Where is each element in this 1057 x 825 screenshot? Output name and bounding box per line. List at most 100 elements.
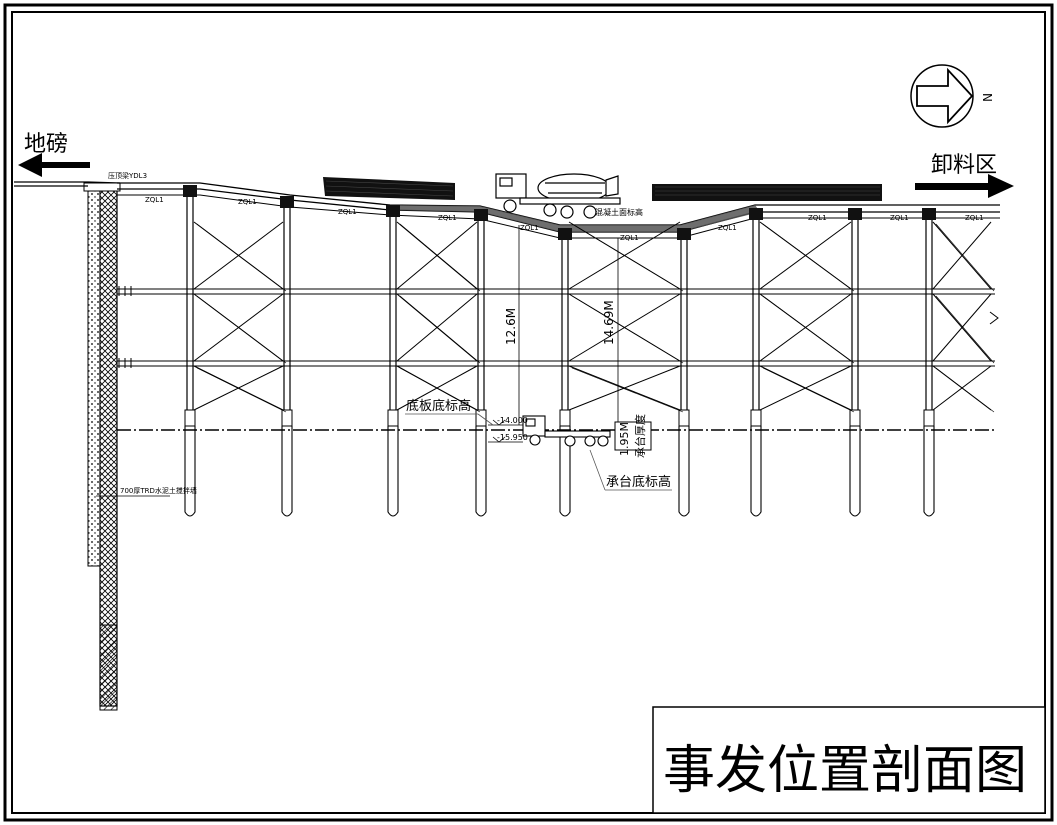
height-dimension-b: 14.69M bbox=[602, 238, 619, 425]
inner-frame bbox=[11, 11, 1046, 814]
beam-label: ZQL1 bbox=[238, 198, 257, 206]
bracing bbox=[935, 295, 995, 364]
pile bbox=[849, 426, 861, 517]
bracing bbox=[935, 367, 995, 413]
left-direction-label: 地磅 bbox=[24, 132, 68, 157]
bracing bbox=[568, 365, 681, 411]
column-cap bbox=[922, 208, 936, 220]
road-top-label: 混凝土面标高 bbox=[595, 207, 643, 217]
pile bbox=[184, 426, 196, 517]
lowboy-truck-icon bbox=[522, 415, 611, 447]
bracing bbox=[196, 223, 287, 292]
bracing bbox=[396, 365, 478, 411]
tie-beams bbox=[117, 286, 999, 368]
elev-1-label: -14.000 bbox=[497, 416, 528, 425]
column-cap bbox=[677, 228, 691, 240]
elev-2-label: -15.950 bbox=[497, 433, 528, 442]
column-cap bbox=[749, 208, 763, 220]
ground-line bbox=[14, 181, 121, 184]
column-cap bbox=[848, 208, 862, 220]
pile-cap bbox=[923, 409, 935, 427]
beam-label: ZQL1 bbox=[965, 214, 984, 222]
bracing bbox=[399, 367, 481, 413]
pile-cap bbox=[559, 409, 571, 427]
bracing bbox=[762, 367, 855, 413]
mixer-truck-icon bbox=[495, 173, 621, 219]
bracing bbox=[935, 223, 995, 292]
pile bbox=[678, 426, 690, 517]
pile-cap bbox=[184, 409, 196, 427]
bracing bbox=[932, 221, 992, 290]
pile-cap bbox=[387, 409, 399, 427]
wall-label: 700厚TRD水泥土搅拌墙 bbox=[120, 486, 197, 495]
north-label: N bbox=[980, 93, 994, 102]
cap-thickness-label: 承台厚度 bbox=[633, 414, 647, 458]
right-arrow-shaft bbox=[915, 183, 990, 190]
bracing bbox=[762, 223, 855, 292]
pile bbox=[750, 426, 762, 517]
column-cap bbox=[386, 205, 400, 217]
wall-top-label: 压顶梁YDL3 bbox=[108, 171, 147, 180]
height-a-label: 12.6M bbox=[504, 308, 518, 345]
pile-cap bbox=[281, 409, 293, 427]
pile-cap bbox=[849, 409, 861, 427]
beam-label: ZQL1 bbox=[620, 234, 639, 242]
cap-bottom-annotation: 承台底标高 bbox=[589, 449, 672, 491]
title-block: 事发位置剖面图 bbox=[652, 706, 1046, 814]
floor-bottom-annotation: 底板底标高 bbox=[405, 398, 494, 426]
bracing bbox=[396, 293, 478, 362]
left-arrow-shaft bbox=[40, 162, 90, 168]
bracing bbox=[571, 367, 684, 413]
pile bbox=[281, 426, 293, 517]
bracing bbox=[193, 365, 284, 411]
beam-label: ZQL1 bbox=[520, 224, 539, 232]
column-cap bbox=[280, 196, 294, 208]
bracing bbox=[759, 365, 852, 411]
cap-bottom-label: 承台底标高 bbox=[606, 474, 671, 490]
right-direction: 卸料区 bbox=[915, 153, 1014, 198]
bracing bbox=[571, 223, 684, 292]
outer-frame bbox=[3, 3, 1054, 822]
pile-cap bbox=[750, 409, 762, 427]
north-arrow-icon: N bbox=[910, 64, 994, 128]
material-blocks bbox=[323, 177, 882, 201]
bracing bbox=[399, 223, 481, 292]
pile bbox=[559, 426, 571, 517]
pile bbox=[923, 426, 935, 517]
height-b-label: 14.69M bbox=[602, 300, 616, 345]
pile bbox=[387, 426, 399, 517]
bracing bbox=[396, 221, 478, 290]
left-direction: 地磅 bbox=[18, 132, 90, 177]
beam-label: ZQL1 bbox=[438, 214, 457, 222]
bracing bbox=[762, 295, 855, 364]
beam-label: ZQL1 bbox=[718, 224, 737, 232]
elevation-marks: -14.000 -15.950 bbox=[488, 416, 528, 443]
bracing bbox=[571, 295, 684, 364]
column-cap bbox=[558, 228, 572, 240]
bracing bbox=[399, 295, 481, 364]
bracing bbox=[932, 293, 992, 362]
drawing-title: 事发位置剖面图 bbox=[663, 741, 1027, 801]
pile-cap bbox=[475, 409, 487, 427]
cap-block: 1.95M 承台厚度 bbox=[614, 414, 652, 458]
right-arrow-icon bbox=[988, 174, 1014, 198]
beam-label: ZQL1 bbox=[338, 208, 357, 216]
pile-cap bbox=[678, 409, 690, 427]
pile bbox=[475, 426, 487, 517]
column-cap bbox=[183, 185, 197, 197]
left-arrow-icon bbox=[18, 153, 42, 177]
beam-label: ZQL1 bbox=[808, 214, 827, 222]
support-frame bbox=[183, 185, 995, 517]
beam-label: ZQL1 bbox=[890, 214, 909, 222]
floor-bottom-label: 底板底标高 bbox=[406, 398, 471, 414]
bracing bbox=[196, 295, 287, 364]
column-cap bbox=[474, 209, 488, 221]
retaining-wall: 压顶梁YDL3 700厚TRD水泥土搅拌墙 bbox=[83, 171, 197, 711]
height-dimension-a: 12.6M bbox=[504, 225, 520, 425]
beam-label: ZQL1 bbox=[145, 196, 164, 204]
right-direction-label: 卸料区 bbox=[931, 153, 997, 178]
bracing bbox=[196, 367, 287, 413]
cap-thickness-value: 1.95M bbox=[618, 422, 631, 456]
